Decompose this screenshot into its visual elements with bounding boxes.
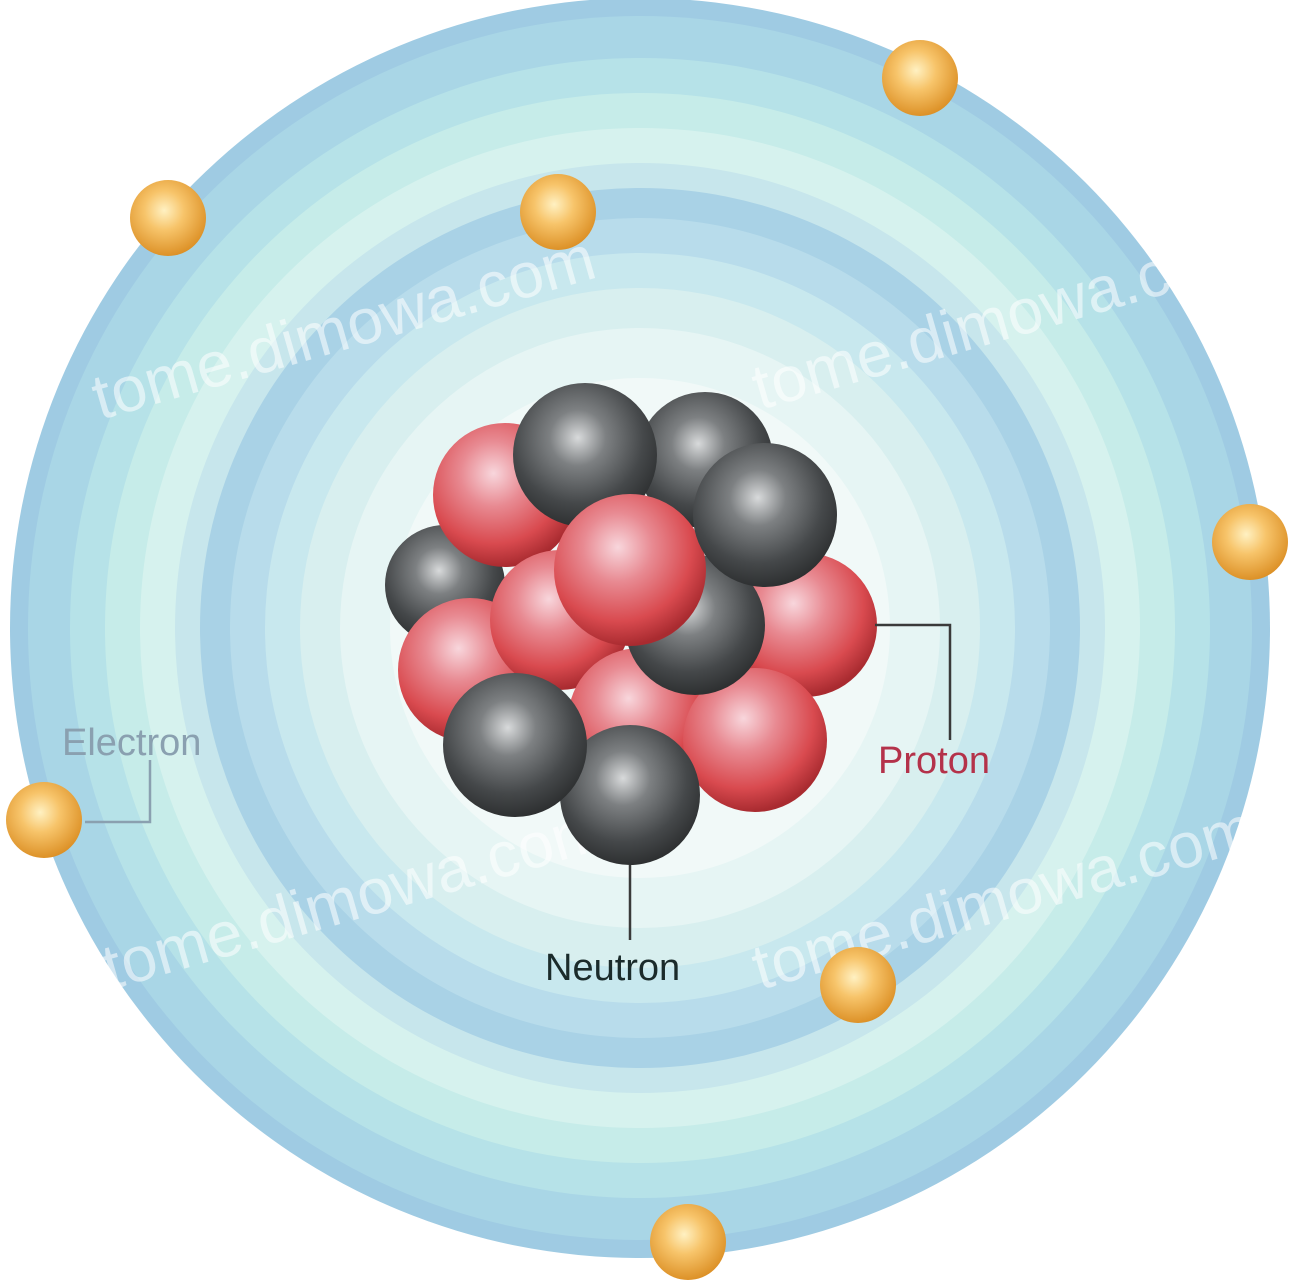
electron-ball [882,40,958,116]
proton-ball [554,494,706,646]
electron-label: Electron [62,722,201,764]
electron-ball [6,782,82,858]
electron-ball [130,180,206,256]
electron-ball [520,174,596,250]
neutron-ball [513,383,657,527]
proton-ball [683,668,827,812]
nucleus [385,383,877,865]
proton-ball [733,553,877,697]
electron-leader-line [85,760,152,824]
neutron-label: Neutron [545,947,680,989]
electrons [6,40,1288,1280]
proton-label: Proton [878,740,990,782]
neutron-ball [443,673,587,817]
proton-leader-line [875,623,952,740]
electron-ball [1212,504,1288,580]
leader-lines [85,623,952,940]
neutron-ball [693,443,837,587]
electron-ball [820,947,896,1023]
labels: Electron Proton Neutron [62,722,990,989]
neutron-ball [560,725,700,865]
electron-ball [650,1204,726,1280]
